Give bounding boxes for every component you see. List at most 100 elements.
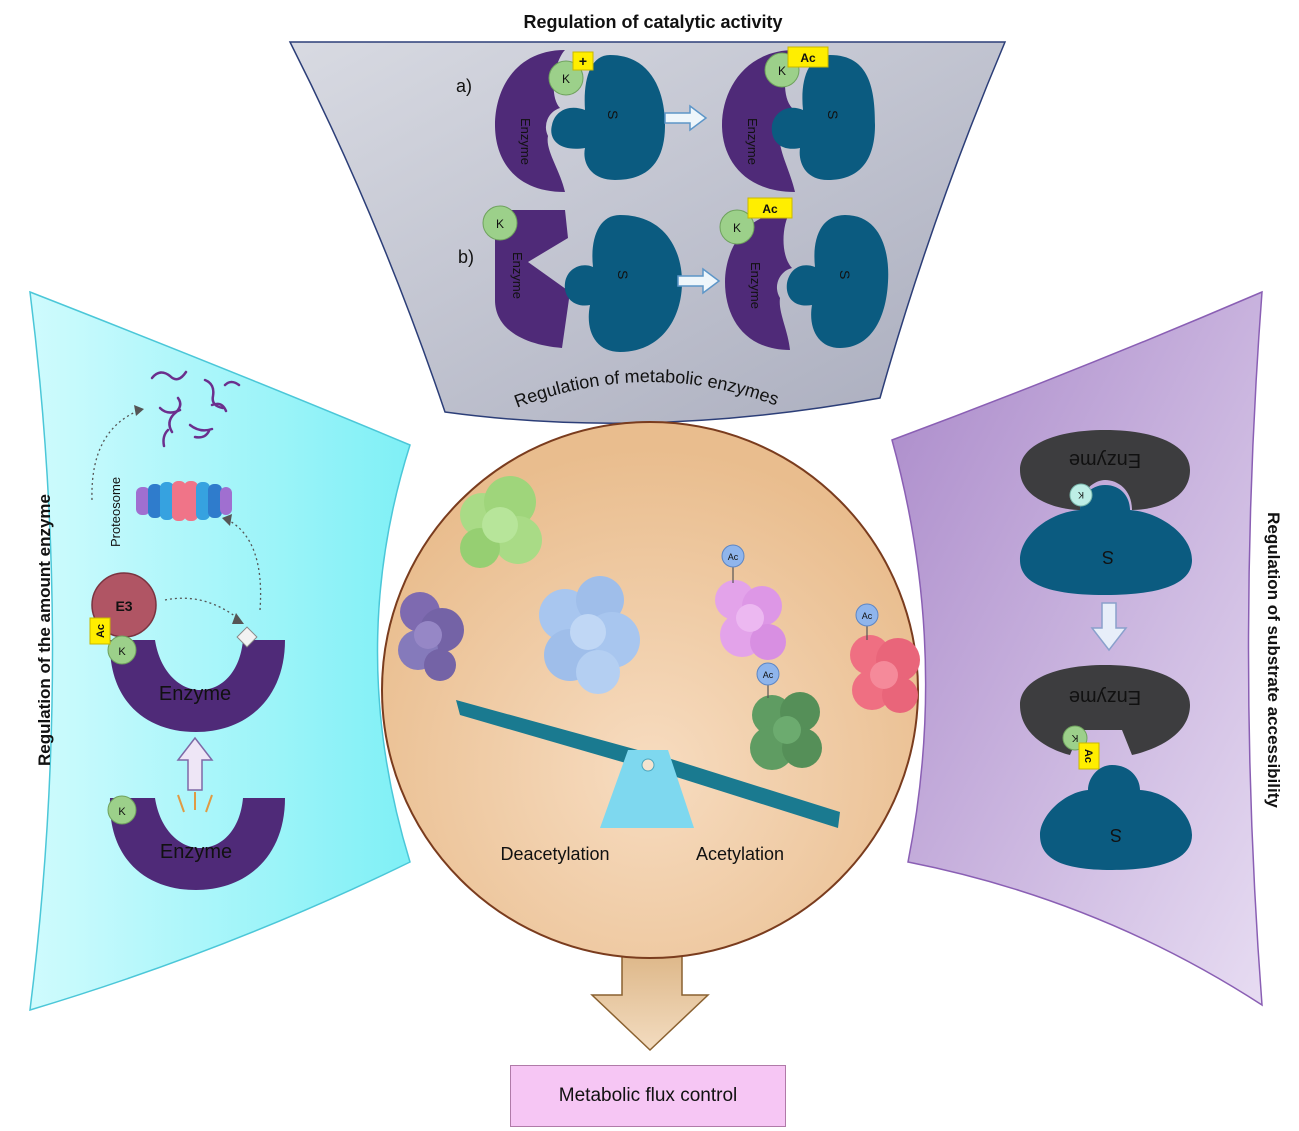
lysine-left-lower-label: K — [118, 806, 126, 818]
enzyme-b-before: Enzyme S K — [482, 205, 682, 352]
acetyl-a2-tag — [787, 46, 829, 68]
ubiquitin-arrow-head — [232, 613, 244, 624]
lysine-a-label: K — [562, 72, 570, 86]
enzyme-a-label: Enzyme — [518, 118, 533, 165]
lysine-right-lower-label: K — [1071, 732, 1078, 743]
seesaw-beam-left — [456, 700, 645, 768]
metabolic-flux-box: Metabolic flux control — [510, 1065, 786, 1127]
up-arrow-icon — [176, 736, 214, 791]
substrate-right-upper-shape — [1020, 485, 1192, 595]
lysine-left-lower-circle — [107, 795, 137, 825]
e3-label: E3 — [115, 598, 132, 614]
acetyl-right-label: Ac — [1082, 749, 1094, 763]
down-arrow-icon — [1090, 602, 1128, 652]
enzyme-b-after: Enzyme S K Ac — [719, 197, 889, 350]
substrate-right-upper-label: S — [1102, 547, 1114, 567]
protein-purple — [398, 592, 464, 681]
right-panel-background — [891, 290, 1263, 1007]
right-panel: Regulation of substrate accessibility En… — [891, 290, 1283, 1007]
seesaw-pivot — [641, 758, 655, 772]
acetyl-lollipop-1-label: Ac — [728, 552, 739, 562]
enzyme-left-lower-label: Enzyme — [160, 841, 232, 863]
lysine-left-upper-circle — [107, 635, 137, 665]
lysine-right-upper-label: K — [1078, 490, 1084, 500]
arrow-a-icon — [664, 104, 708, 132]
enzyme-right-lower-label: Enzyme — [1069, 686, 1141, 708]
enzyme-left-lower-shape — [109, 798, 286, 890]
center-circle — [381, 421, 919, 959]
substrate-b2-shape — [786, 215, 889, 348]
substrate-a-shape — [551, 55, 665, 180]
peptide-fragments — [150, 370, 241, 448]
acetyl-right-tag — [1078, 742, 1100, 770]
substrate-right-lower-label: S — [1110, 825, 1122, 845]
acetyl-left-tag — [89, 617, 111, 645]
positive-charge-tag — [572, 51, 594, 71]
lysine-left-upper-label: K — [118, 646, 126, 658]
enzyme-b2-label: Enzyme — [748, 262, 763, 309]
substrate-a2-label: S — [825, 110, 841, 119]
deacetylation-label: Deacetylation — [500, 844, 609, 864]
lysine-a2-label: K — [778, 64, 786, 78]
degradation-arrow-head — [134, 405, 144, 416]
enzyme-b-shape — [495, 210, 570, 348]
lysine-right-upper-circle — [1069, 483, 1093, 507]
enzyme-a-before: Enzyme S K + — [495, 50, 665, 192]
acetyl-lollipop-1: Ac — [721, 544, 745, 583]
acetyl-lollipop-3-label: Ac — [862, 611, 873, 621]
enzyme-a2-label: Enzyme — [745, 118, 760, 165]
substrate-b2-label: S — [837, 270, 853, 279]
protein-green-light — [460, 476, 542, 568]
acetyl-b2-label: Ac — [762, 202, 778, 216]
protein-pink — [715, 580, 786, 660]
acetyl-b2-tag — [747, 197, 793, 219]
protein-red — [850, 635, 920, 713]
right-panel-title: Regulation of substrate accessibility — [1264, 512, 1283, 808]
enzyme-right-upper-label: Enzyme — [1069, 449, 1141, 471]
proteasome-arrow-head — [222, 514, 232, 526]
substrate-a-label: S — [605, 110, 621, 119]
enzyme-a-after: Enzyme S K Ac — [722, 46, 875, 192]
left-panel-background — [29, 290, 411, 1012]
positive-charge-label: + — [579, 53, 587, 69]
acetyl-lollipop-2-label: Ac — [763, 670, 774, 680]
lysine-b-label: K — [496, 217, 504, 231]
ubiquitin-arrow — [164, 597, 241, 621]
center-section: Regulation of metabolic enzymes — [381, 366, 920, 1052]
seesaw-beam-right — [668, 758, 840, 828]
ubiquitin-tag-icon — [236, 626, 258, 648]
enzyme-a-shape — [495, 50, 565, 192]
enzyme-left-upper-label: Enzyme — [159, 683, 231, 705]
top-panel: Regulation of catalytic activity a) Enzy… — [288, 12, 1007, 424]
enzyme-right-lower-shape — [1020, 665, 1190, 755]
enzyme-right-upper-shape — [1020, 430, 1190, 510]
substrate-a2-shape — [771, 55, 875, 180]
row-a-label: a) — [456, 76, 472, 96]
proteasome-icon — [136, 481, 232, 521]
acetyl-a2-label: Ac — [800, 51, 816, 65]
proteosome-label: Proteosome — [108, 477, 123, 547]
left-panel: Regulation of the amount enzyme — [29, 290, 411, 1012]
lysine-b2-circle — [719, 209, 755, 245]
substrate-b-shape — [564, 215, 682, 352]
row-b-label: b) — [458, 247, 474, 267]
enzyme-b2-shape — [725, 212, 792, 350]
acetylation-label: Acetylation — [696, 844, 784, 864]
lysine-b-circle — [482, 205, 518, 241]
seesaw-fulcrum — [600, 750, 694, 828]
metabolic-flux-label: Metabolic flux control — [558, 1085, 738, 1106]
enzyme-left-upper-shape — [109, 640, 286, 732]
protein-blue-light — [539, 576, 640, 694]
acetyl-left-label: Ac — [95, 624, 107, 638]
acetyl-lollipop-2: Ac — [756, 662, 780, 698]
substrate-right-lower-shape — [1040, 765, 1192, 870]
enzyme-b-label: Enzyme — [510, 252, 525, 299]
lysine-b2-label: K — [733, 221, 741, 235]
protein-green-dark — [750, 692, 822, 770]
substrate-b-label: S — [615, 270, 631, 279]
acetyl-lollipop-3: Ac — [855, 603, 879, 640]
left-panel-title: Regulation of the amount enzyme — [35, 494, 54, 766]
arrow-b-icon — [677, 267, 721, 295]
top-panel-title: Regulation of catalytic activity — [523, 12, 782, 32]
